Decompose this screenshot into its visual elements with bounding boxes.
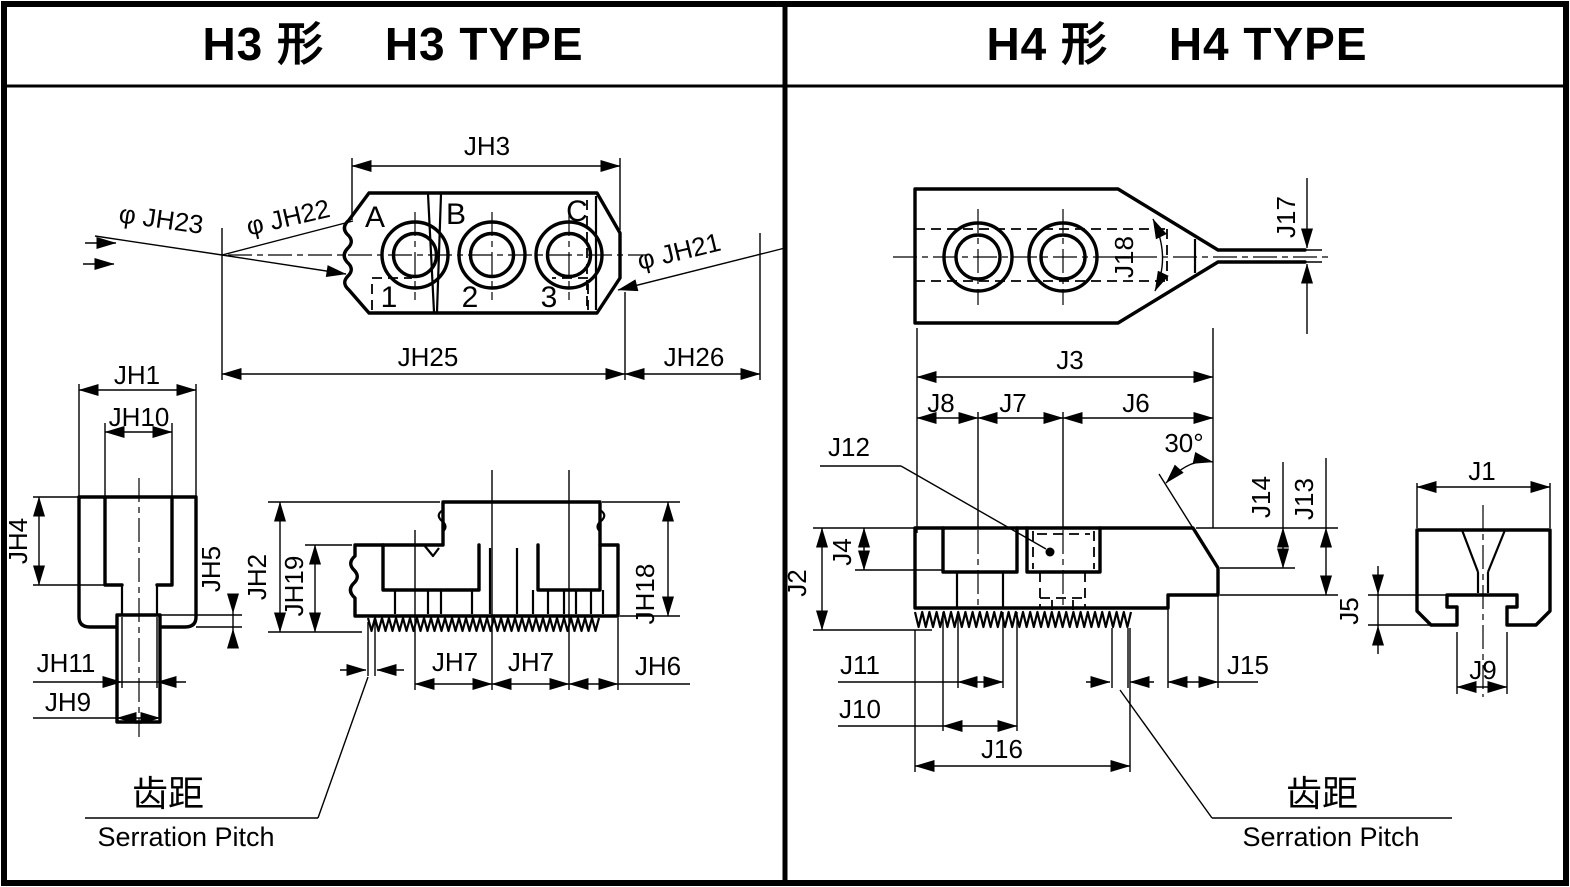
- h4-side-slot: [955, 572, 1005, 608]
- dim-label-jh7a: JH7: [432, 647, 478, 677]
- h3-top-dimensions: JH3 φ JH23 φ JH22 φ JH21 JH25 JH26: [83, 131, 786, 380]
- note-label-cn: 齿距: [1286, 773, 1358, 814]
- h4-type-title: H4 形 H4 TYPE: [986, 18, 1367, 70]
- extension-lines: [1368, 483, 1551, 694]
- dim-label-j7: J7: [999, 388, 1026, 418]
- extension-lines-bottom: [838, 595, 1258, 772]
- j12-reference-dot: [1045, 547, 1055, 557]
- h3-top-joint-lines: [426, 193, 598, 313]
- dim-label-j17: J17: [1271, 196, 1301, 238]
- h3-front-notches: [423, 509, 606, 558]
- h3-front-tooth-roots: [393, 548, 605, 614]
- dim-label-j10: J10: [839, 694, 881, 724]
- h4-end-dimensions: J1 J5 J9: [1334, 456, 1551, 694]
- dim-label-jh18: JH18: [630, 564, 660, 625]
- hole-number-3: 3: [541, 281, 558, 314]
- note-label-en: Serration Pitch: [1242, 822, 1419, 852]
- hole-number-1: 1: [381, 281, 398, 314]
- hole-letter-a: A: [365, 201, 385, 234]
- h3-top-hidden-lines: [371, 200, 589, 310]
- dim-label-jh7b: JH7: [508, 647, 554, 677]
- dim-label-jh6: JH6: [635, 651, 681, 681]
- h4-side-hidden: [1032, 531, 1095, 611]
- extension-lines: [221, 158, 761, 380]
- dim-label-j14: J14: [1246, 476, 1276, 518]
- dim-label-j13: J13: [1289, 478, 1319, 520]
- h4-side-pockets: [941, 526, 1102, 574]
- dim-label-jh25: JH25: [398, 342, 459, 372]
- h3-front-pockets: [381, 543, 602, 592]
- dim-label-j15: J15: [1227, 650, 1269, 680]
- h3-end-substem: [120, 585, 159, 615]
- hole-letter-b: B: [446, 198, 466, 231]
- hole-number-2: 2: [462, 281, 479, 314]
- extension-lines-j17: [1302, 249, 1322, 263]
- h4-top-dimensions: J17 J18: [1109, 178, 1322, 334]
- note-leader: [1119, 689, 1452, 819]
- dim-label-j18: J18: [1109, 236, 1139, 278]
- dim-label-jh19: JH19: [279, 556, 309, 617]
- h3-front-outline: [348, 500, 620, 618]
- h4-end-outline: [1415, 528, 1552, 627]
- h4-serration-note: 齿距 Serration Pitch: [1119, 689, 1452, 852]
- leader-jh21: [617, 247, 786, 292]
- leader-j12: [820, 465, 1047, 550]
- dim-label-30deg: 30°: [1164, 428, 1203, 458]
- extension-lines: [33, 384, 242, 688]
- h3-front-view: [348, 500, 620, 633]
- hole-letter-c: C: [566, 195, 588, 228]
- leader-jh22-arrow: [221, 254, 347, 277]
- h3-front-dimensions: JH2 JH19 JH18 JH7 JH7 JH6: [242, 470, 690, 690]
- dim-label-jh9: JH9: [45, 687, 91, 717]
- h4-top-view: [893, 187, 1332, 325]
- dim-label-jh2: JH2: [242, 554, 272, 600]
- h4-top-centerlines: [893, 209, 1332, 305]
- dim-label-j2: J2: [782, 569, 812, 596]
- dim-label-j3: J3: [1056, 345, 1083, 375]
- extension-lines-top: [916, 328, 1214, 533]
- h3-end-dimensions: JH1 JH10 JH4 JH5 JH11 JH9: [3, 360, 242, 724]
- dim-label-jh10: JH10: [109, 402, 170, 432]
- h3-end-view: [77, 478, 198, 737]
- dim-arc-j18: [1152, 218, 1169, 292]
- note-label-cn: 齿距: [132, 773, 204, 814]
- h4-end-view: [1415, 505, 1552, 697]
- h3-serration-note: 齿距 Serration Pitch: [85, 676, 369, 852]
- dim-label-j8: J8: [927, 388, 954, 418]
- h3-type-title: H3 形 H3 TYPE: [202, 18, 583, 70]
- dim-label-jh5: JH5: [196, 546, 226, 592]
- h4-side-dimensions: J3 J8 J7 J6 J12 30° J14 J13 J4 J2 J11 J1…: [782, 328, 1338, 772]
- note-label-en: Serration Pitch: [97, 822, 274, 852]
- h4-side-view: [913, 526, 1220, 629]
- dim-label-j5: J5: [1334, 597, 1364, 624]
- h3-top-view: A B C 1 2 3: [228, 191, 648, 315]
- h4-top-outline: [913, 187, 1307, 325]
- dim-label-jh1: JH1: [114, 360, 160, 390]
- h4-side-centerlines: [977, 530, 1064, 610]
- dim-label-j1: J1: [1468, 456, 1495, 486]
- h4-serration: [913, 610, 1133, 629]
- dim-label-jh11: JH11: [37, 648, 96, 678]
- dim-label-j11: J11: [840, 650, 880, 680]
- dim-arc-30deg: [1165, 452, 1214, 484]
- h4-end-vgroove: [1460, 529, 1507, 593]
- dim-label-jh26: JH26: [664, 342, 725, 372]
- dim-label-j6: J6: [1122, 388, 1149, 418]
- dim-label-j12: J12: [828, 432, 870, 462]
- note-leader: [85, 676, 369, 819]
- h3-serration: [366, 616, 601, 633]
- dim-label-jh4: JH4: [3, 518, 33, 564]
- dim-label-j9: J9: [1469, 655, 1496, 685]
- dim-label-j16: J16: [981, 734, 1023, 764]
- dim-label-jh3: JH3: [464, 131, 510, 161]
- h3-top-centerlines: [228, 212, 648, 300]
- dim-label-j4: J4: [827, 538, 857, 565]
- h3-top-outline: [342, 191, 622, 315]
